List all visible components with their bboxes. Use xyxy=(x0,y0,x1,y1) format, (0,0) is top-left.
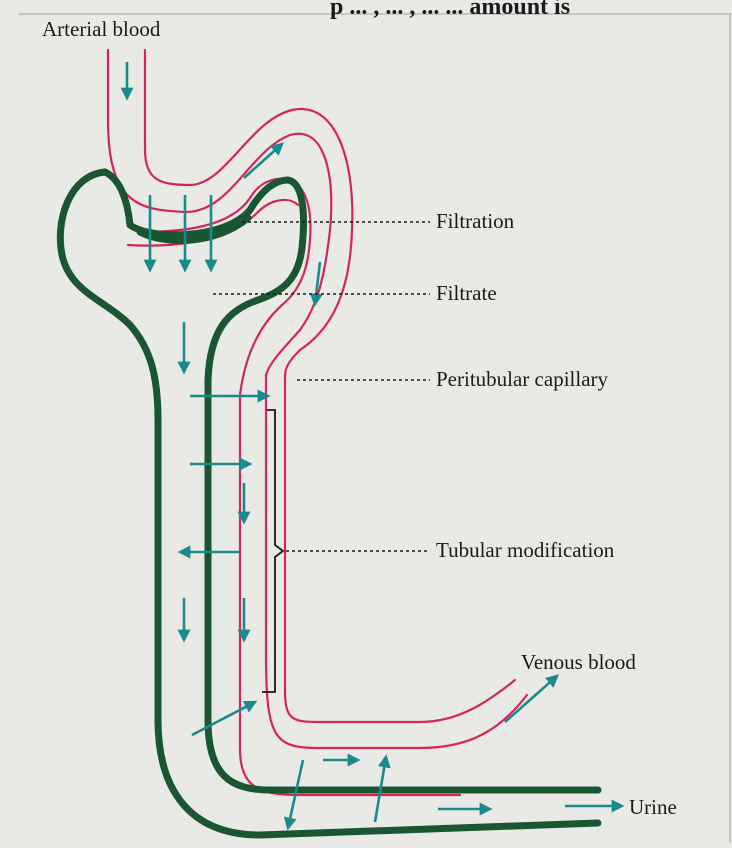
arrow-reabsorb-3 xyxy=(192,702,255,735)
label-filtration: Filtration xyxy=(436,209,515,233)
label-tubular-modification: Tubular modification xyxy=(436,538,615,562)
label-arterial-blood: Arterial blood xyxy=(42,17,161,41)
label-urine: Urine xyxy=(629,795,677,819)
flow-arrows xyxy=(127,62,622,828)
header-fragment: p ... , ... , ... ... amount is xyxy=(330,0,570,20)
page-frame xyxy=(18,14,730,842)
capillary-inner-wall xyxy=(108,50,527,748)
capillary-loop-inner xyxy=(140,179,460,795)
bowmans-capsule-outer xyxy=(60,172,598,835)
peritubular-capillary xyxy=(108,50,527,795)
arrow-capillary-top xyxy=(244,144,282,178)
label-peritubular-capillary: Peritubular capillary xyxy=(436,367,609,391)
leader-lines xyxy=(213,222,430,551)
label-filtrate: Filtrate xyxy=(436,281,497,305)
label-venous-blood: Venous blood xyxy=(521,650,636,674)
renal-tubule xyxy=(60,172,598,835)
